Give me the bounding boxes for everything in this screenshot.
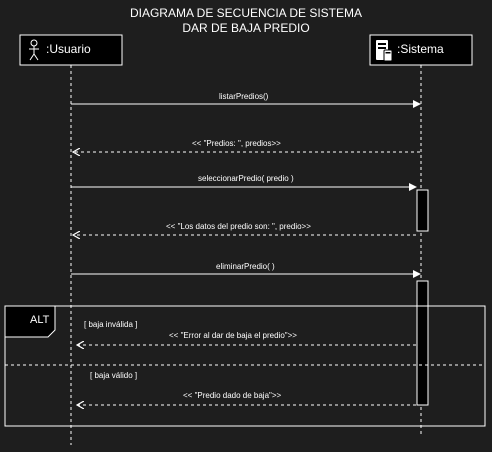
participant-sistema-label: :Sistema [397, 42, 444, 56]
message-label: << "Error al dar de baja el predio">> [169, 331, 297, 340]
diagram-title-line1: DIAGRAMA DE SECUENCIA DE SISTEMA [129, 6, 363, 20]
message-label: listarPredios() [219, 92, 269, 101]
participant-usuario-box[interactable] [19, 34, 123, 66]
diagram-title-line2: DAR DE BAJA PREDIO [182, 21, 310, 35]
participant-usuario-label: :Usuario [46, 42, 91, 56]
activation-bar [416, 280, 429, 406]
message-label: seleccionarPredio( predio ) [198, 174, 294, 183]
alt-fragment-tag-box [4, 305, 56, 338]
message-label: << "Predios: ", predios>> [192, 139, 281, 148]
message-label: << "Predio dado de baja">> [183, 391, 282, 400]
message-label: << "Los datos del predio son: ", predio>… [166, 222, 311, 231]
actor-stick-figure-icon [29, 39, 39, 61]
alt-guard-condition: [ baja inválida ] [84, 320, 138, 329]
alt-fragment-frame [4, 305, 486, 427]
activation-bar [416, 189, 429, 232]
alt-guard-condition: [ baja válido ] [90, 371, 138, 380]
alt-fragment-tag: ALT [30, 314, 50, 326]
message-label: eliminarPredio( ) [216, 262, 275, 271]
database-server-icon [376, 40, 393, 62]
